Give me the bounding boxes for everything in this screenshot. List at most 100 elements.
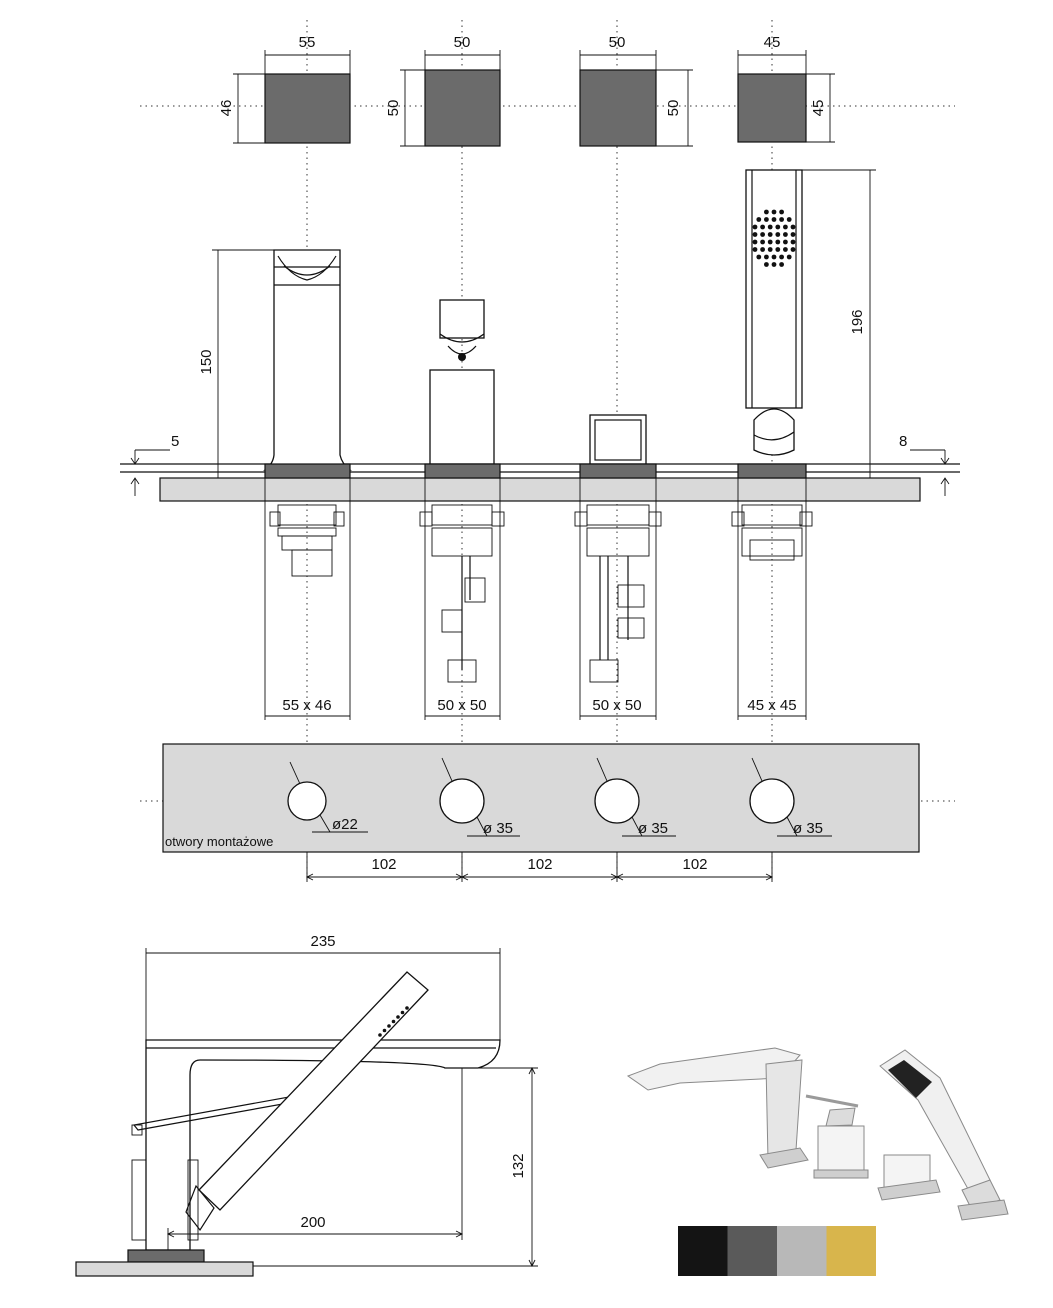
finish-swatch bbox=[678, 1226, 728, 1276]
dim-side-reach: 200 bbox=[300, 1214, 325, 1231]
nozzle-dot bbox=[756, 217, 762, 222]
nozzle-dot bbox=[771, 209, 777, 215]
nozzle-dot bbox=[767, 247, 773, 252]
nozzle-dot bbox=[790, 247, 796, 252]
dim-right-offset: 8 bbox=[899, 433, 907, 450]
nozzle-grid bbox=[752, 209, 796, 267]
nozzle-dot bbox=[783, 232, 788, 237]
finish-swatch bbox=[777, 1226, 827, 1276]
mixer-front bbox=[574, 414, 662, 683]
dim-top-h4: 45 bbox=[810, 100, 827, 117]
nozzle-dot bbox=[783, 247, 788, 252]
spacing-label-3: 102 bbox=[682, 856, 707, 873]
cutout-label-3: 50 x 50 bbox=[592, 697, 641, 714]
diverter-front bbox=[419, 299, 505, 683]
top-square-diverter bbox=[424, 69, 501, 147]
spacing-label-1: 102 bbox=[371, 856, 396, 873]
diameter-label-3: ø 35 bbox=[638, 820, 668, 837]
nozzle-dot bbox=[764, 254, 769, 260]
mounting-hole-4 bbox=[749, 778, 795, 824]
nozzle-dot bbox=[756, 254, 762, 260]
diameter-label-1: ø22 bbox=[332, 816, 358, 833]
mounting-plate: ø22 ø 35 ø 35 ø 35 otwory montażowe 102 … bbox=[162, 743, 920, 882]
nozzle-dot bbox=[771, 217, 777, 222]
nozzle-dot bbox=[767, 232, 773, 237]
side-nozzle-dot bbox=[387, 1024, 391, 1028]
nozzle-dot bbox=[771, 262, 777, 267]
side-view: 235 200 132 bbox=[75, 933, 538, 1277]
nozzle-dot bbox=[775, 239, 781, 245]
nozzle-dot bbox=[779, 217, 784, 222]
nozzle-dot bbox=[760, 247, 765, 252]
diameter-label-4: ø 35 bbox=[793, 820, 823, 837]
nozzle-dot bbox=[779, 254, 784, 260]
dim-top-h1: 46 bbox=[218, 100, 235, 117]
spacing-label-2: 102 bbox=[527, 856, 552, 873]
nozzle-dot bbox=[752, 224, 758, 230]
finish-swatch bbox=[826, 1226, 876, 1276]
side-nozzle-dot bbox=[405, 1006, 409, 1010]
dim-side-length: 235 bbox=[310, 933, 335, 950]
side-nozzle-dot bbox=[382, 1028, 387, 1033]
product-render bbox=[626, 1047, 1009, 1221]
cutout-label-2: 50 x 50 bbox=[437, 697, 486, 714]
nozzle-dot bbox=[790, 239, 796, 245]
dim-top-w1: 55 bbox=[299, 34, 316, 51]
cutout-label-4: 45 x 45 bbox=[747, 697, 796, 714]
top-square-mixer bbox=[579, 69, 657, 147]
nozzle-dot bbox=[752, 247, 758, 252]
mounting-holes-label: otwory montażowe bbox=[165, 834, 273, 849]
mounting-hole-3 bbox=[594, 778, 640, 824]
dim-spout-height: 150 bbox=[198, 349, 215, 374]
dim-top-w4: 45 bbox=[764, 34, 781, 51]
nozzle-dot bbox=[752, 239, 758, 245]
nozzle-dot bbox=[764, 217, 769, 222]
nozzle-dot bbox=[767, 224, 773, 230]
dim-side-spout-height: 132 bbox=[510, 1153, 527, 1178]
nozzle-dot bbox=[775, 247, 781, 252]
nozzle-dot bbox=[760, 232, 765, 237]
nozzle-dot bbox=[783, 239, 788, 245]
nozzle-dot bbox=[771, 254, 777, 260]
nozzle-dot bbox=[786, 217, 792, 222]
nozzle-dot bbox=[790, 224, 796, 230]
top-square-spout bbox=[264, 73, 351, 144]
side-nozzle-dot bbox=[391, 1019, 396, 1024]
top-view: 55 50 50 45 46 50 50 45 bbox=[218, 34, 835, 147]
front-view: 55 x 46 50 x 50 50 x 50 45 x 45 150 196 … bbox=[120, 169, 960, 720]
cutout-label-1: 55 x 46 bbox=[282, 697, 331, 714]
mounting-hole-1 bbox=[287, 781, 327, 821]
side-nozzle-dot bbox=[400, 1010, 405, 1015]
nozzle-dot bbox=[775, 232, 781, 237]
nozzle-dot bbox=[779, 209, 784, 215]
nozzle-dot bbox=[752, 232, 758, 237]
mounting-hole-2 bbox=[439, 778, 485, 824]
side-nozzle-dot bbox=[378, 1033, 382, 1037]
nozzle-dot bbox=[764, 262, 769, 267]
dim-hand-shower-height: 196 bbox=[849, 309, 866, 334]
nozzle-dot bbox=[779, 262, 784, 267]
top-square-hand-shower bbox=[737, 73, 807, 143]
dim-top-h2: 50 bbox=[385, 100, 402, 117]
side-nozzle-row bbox=[378, 1006, 409, 1037]
dim-top-w3: 50 bbox=[609, 34, 626, 51]
cutout-projections bbox=[264, 478, 807, 720]
nozzle-dot bbox=[760, 224, 765, 230]
diameter-label-2: ø 35 bbox=[483, 820, 513, 837]
nozzle-dot bbox=[775, 224, 781, 230]
nozzle-dot bbox=[783, 224, 788, 230]
nozzle-dot bbox=[764, 209, 769, 215]
dim-left-offset: 5 bbox=[171, 433, 179, 450]
nozzle-dot bbox=[767, 239, 773, 245]
spout-front bbox=[263, 249, 352, 577]
finish-swatches bbox=[678, 1226, 876, 1276]
hand-shower-front bbox=[731, 169, 813, 561]
nozzle-dot bbox=[786, 254, 792, 260]
dim-top-h3: 50 bbox=[665, 100, 682, 117]
side-nozzle-dot bbox=[396, 1015, 400, 1019]
nozzle-dot bbox=[760, 239, 765, 245]
nozzle-dot bbox=[790, 232, 796, 237]
finish-swatch bbox=[727, 1226, 777, 1276]
dim-top-w2: 50 bbox=[454, 34, 471, 51]
